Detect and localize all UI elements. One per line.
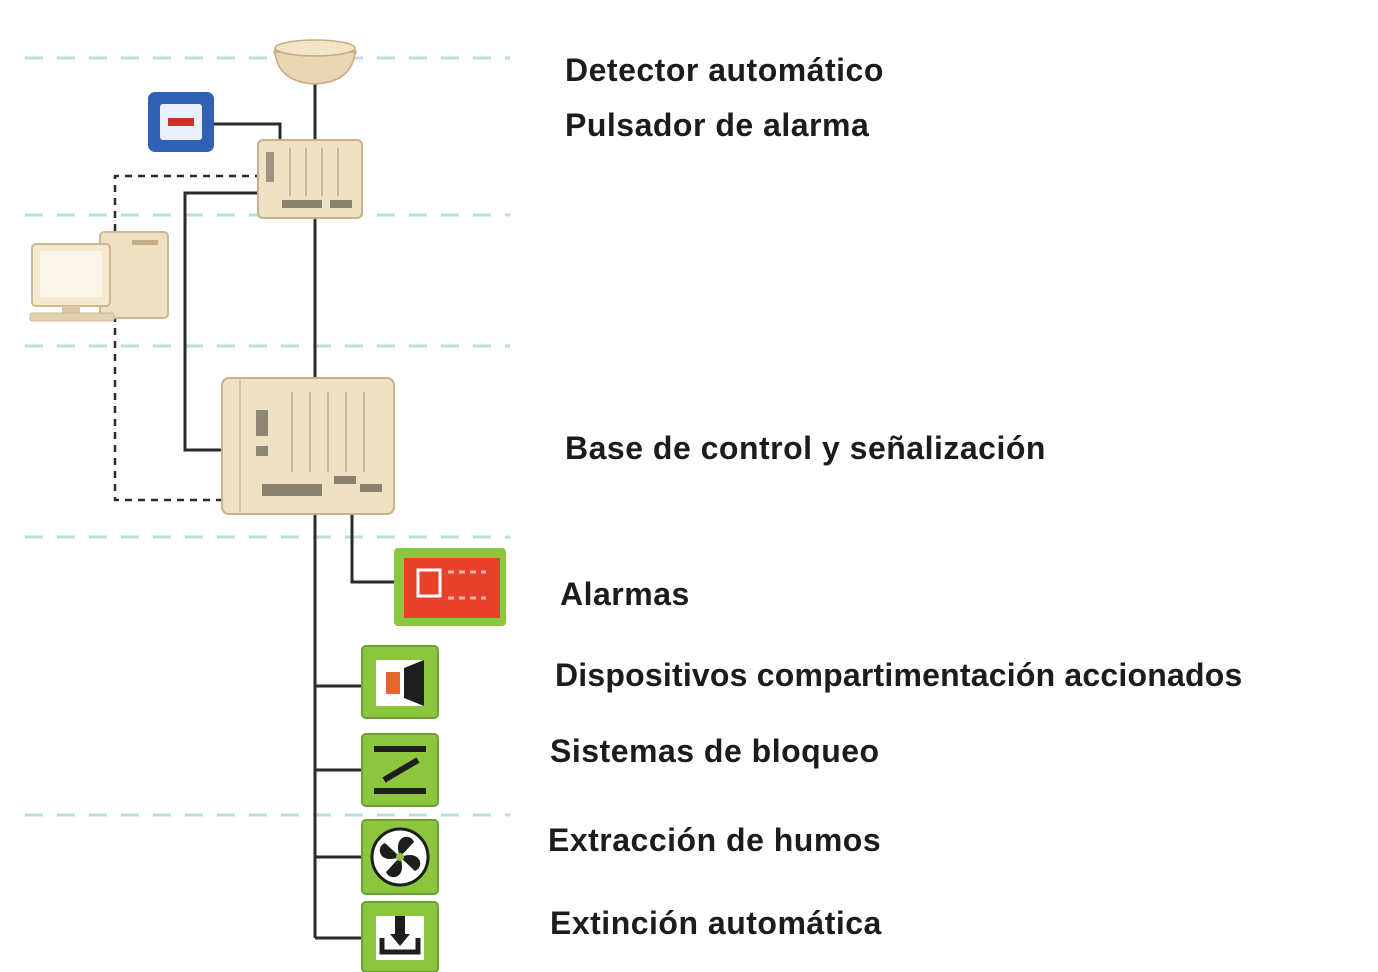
base-to-alarm-line bbox=[350, 505, 398, 584]
fire-door-icon bbox=[361, 645, 439, 719]
computer-dashed-link bbox=[113, 174, 262, 502]
repeater-to-base-line bbox=[183, 191, 262, 452]
workstation-icon bbox=[29, 231, 169, 322]
extinguishing-icon bbox=[361, 901, 439, 972]
smoke-fan-icon bbox=[361, 819, 439, 895]
label-pulsador: Pulsador de alarma bbox=[565, 107, 870, 143]
label-alarmas: Alarmas bbox=[560, 576, 690, 612]
label-base: Base de control y señalización bbox=[565, 430, 1046, 466]
smoke-detector-icon bbox=[273, 39, 357, 85]
label-dispositivos: Dispositivos compartimentación accionado… bbox=[555, 657, 1243, 693]
zone-dividers bbox=[25, 56, 510, 817]
control-module-icon bbox=[257, 139, 363, 219]
label-bloqueo: Sistemas de bloqueo bbox=[550, 733, 880, 769]
manual-call-point-icon bbox=[148, 92, 214, 152]
control-panel-icon bbox=[221, 377, 395, 515]
label-extincion: Extinción automática bbox=[550, 905, 882, 941]
label-humos: Extracción de humos bbox=[548, 822, 882, 858]
label-detector: Detector automático bbox=[565, 52, 884, 88]
lock-system-icon bbox=[361, 733, 439, 807]
pulsador-link-line bbox=[212, 122, 282, 140]
alarm-siren-icon bbox=[394, 548, 506, 626]
